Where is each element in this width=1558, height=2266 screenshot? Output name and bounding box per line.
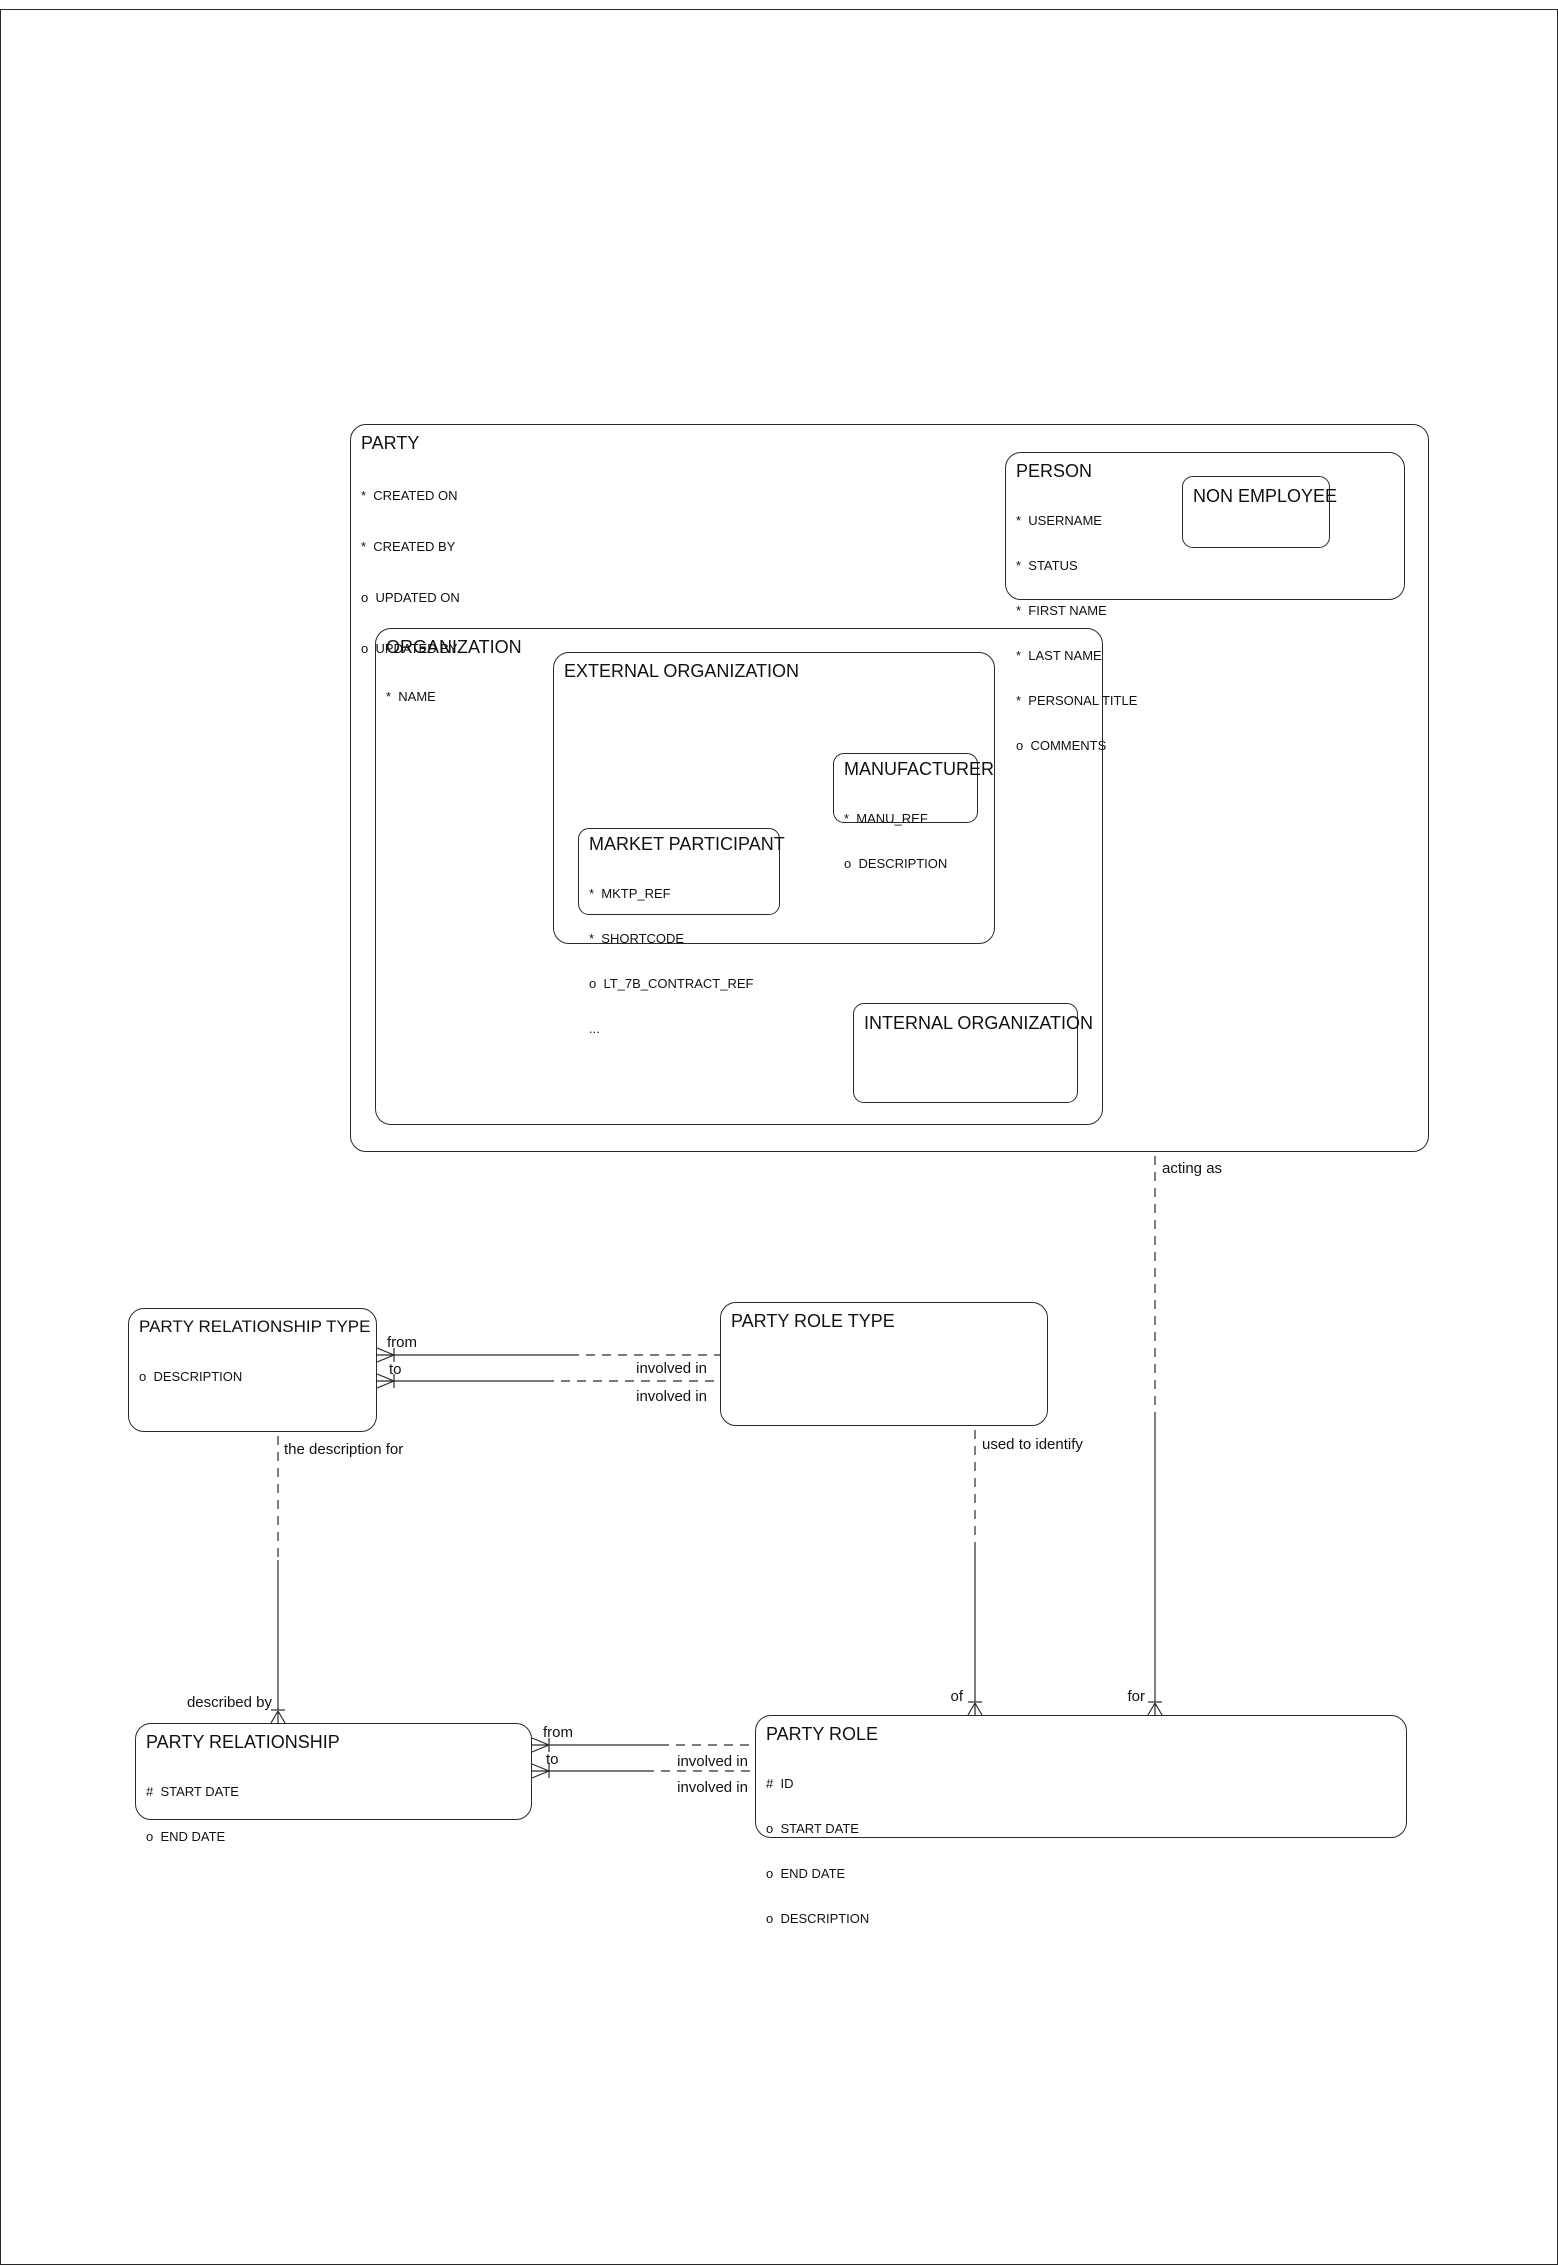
label-used-to-identify: used to identify bbox=[982, 1436, 1083, 1453]
entity-party-relationship-type: PARTY RELATIONSHIP TYPE o DESCRIPTION bbox=[128, 1308, 377, 1432]
entity-attribute: o LT_7B_CONTRACT_REF bbox=[589, 976, 754, 991]
entity-attribute: o DESCRIPTION bbox=[844, 856, 948, 871]
entity-attribute: * MANU_REF bbox=[844, 811, 928, 826]
entity-attribute: o END DATE bbox=[766, 1866, 846, 1881]
label-rel-to: to bbox=[546, 1751, 559, 1768]
entity-attribute: o START DATE bbox=[766, 1821, 859, 1836]
entity-attribute: * PERSONAL TITLE bbox=[1016, 693, 1138, 708]
entity-title: MANUFACTURER bbox=[844, 759, 995, 779]
entity-non-employee: NON EMPLOYEE bbox=[1182, 476, 1338, 548]
entity-attribute: * CREATED ON bbox=[361, 488, 458, 503]
entity-attribute: * FIRST NAME bbox=[1016, 603, 1107, 618]
entity-attribute: o UPDATED ON bbox=[361, 590, 460, 605]
entity-attribute: * MKTP_REF bbox=[589, 886, 671, 901]
label-the-description-for: the description for bbox=[284, 1441, 404, 1458]
entity-attribute: o UPDATED BY bbox=[361, 641, 458, 656]
entity-party: PARTY * CREATED ON * CREATED BY o UPDATE… bbox=[350, 424, 1429, 1152]
entity-attribute: # START DATE bbox=[146, 1784, 239, 1799]
entity-attribute: * SHORTCODE bbox=[589, 931, 685, 946]
entity-attribute: o END DATE bbox=[146, 1829, 226, 1844]
label-type-involved-in-to: involved in bbox=[636, 1388, 707, 1405]
entity-attribute: o DESCRIPTION bbox=[766, 1911, 870, 1926]
entity-organization: ORGANIZATION * NAME bbox=[375, 628, 1103, 1125]
label-for: for bbox=[1127, 1688, 1145, 1705]
entity-attribute: ... bbox=[589, 1021, 600, 1036]
entity-party-role: PARTY ROLE # ID o START DATE o END DATE … bbox=[755, 1715, 1407, 1926]
entity-attribute: o COMMENTS bbox=[1016, 738, 1107, 753]
label-rel-involved-in-to: involved in bbox=[677, 1779, 748, 1796]
entity-title: NON EMPLOYEE bbox=[1193, 486, 1338, 506]
entity-internal-organization: INTERNAL ORGANIZATION bbox=[853, 1003, 1094, 1103]
label-described-by: described by bbox=[186, 1694, 272, 1711]
label-type-involved-in-from: involved in bbox=[636, 1360, 707, 1377]
label-of: of bbox=[950, 1688, 963, 1705]
entity-external-organization: EXTERNAL ORGANIZATION bbox=[553, 652, 995, 944]
label-rel-from: from bbox=[543, 1724, 573, 1741]
entity-party-relationship: PARTY RELATIONSHIP # START DATE o END DA… bbox=[135, 1723, 532, 1844]
label-acting-as: acting as bbox=[1162, 1160, 1223, 1177]
entity-attribute: * USERNAME bbox=[1016, 513, 1102, 528]
entity-title: ORGANIZATION bbox=[386, 637, 522, 657]
entity-title: PARTY ROLE TYPE bbox=[731, 1311, 895, 1331]
entity-title: MARKET PARTICIPANT bbox=[589, 834, 785, 854]
entity-attribute: * LAST NAME bbox=[1016, 648, 1102, 663]
entity-title: PARTY RELATIONSHIP bbox=[146, 1732, 340, 1752]
label-type-from: from bbox=[387, 1334, 417, 1351]
entity-party-role-type: PARTY ROLE TYPE bbox=[720, 1302, 1048, 1426]
entity-attribute: * STATUS bbox=[1016, 558, 1078, 573]
entity-person: PERSON * USERNAME * STATUS * FIRST NAME … bbox=[1005, 452, 1405, 753]
entity-title: PERSON bbox=[1016, 461, 1093, 481]
entity-title: EXTERNAL ORGANIZATION bbox=[564, 661, 800, 681]
label-type-to: to bbox=[389, 1361, 402, 1378]
entity-title: PARTY bbox=[361, 433, 420, 453]
entity-attribute: * NAME bbox=[386, 689, 436, 704]
label-rel-involved-in-from: involved in bbox=[677, 1753, 748, 1770]
entity-attribute: * CREATED BY bbox=[361, 539, 456, 554]
entity-market-participant: MARKET PARTICIPANT * MKTP_REF * SHORTCOD… bbox=[578, 828, 785, 1036]
entity-attribute: o DESCRIPTION bbox=[139, 1369, 243, 1384]
entity-title: INTERNAL ORGANIZATION bbox=[864, 1013, 1094, 1033]
entity-manufacturer: MANUFACTURER * MANU_REF o DESCRIPTION bbox=[833, 753, 995, 871]
entity-title: PARTY ROLE bbox=[766, 1724, 879, 1744]
entity-title: PARTY RELATIONSHIP TYPE bbox=[139, 1317, 371, 1336]
entity-attribute: # ID bbox=[766, 1776, 794, 1791]
